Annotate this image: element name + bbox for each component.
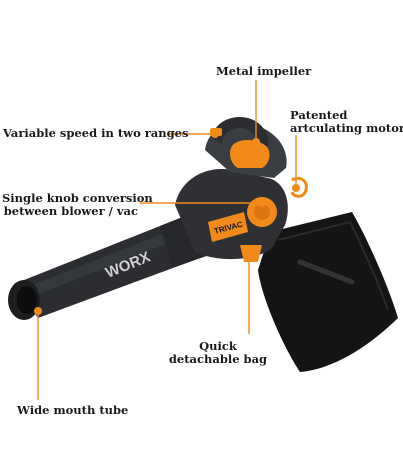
label-metal-impeller: Metal impeller <box>216 64 312 78</box>
annotation-dots <box>34 130 300 315</box>
label-single-knob: Single knob conversion between blower / … <box>2 191 153 218</box>
label-patented-motor: Patented artculating motor <box>290 108 403 135</box>
vacuum-bag <box>258 212 398 372</box>
annotation-leaders <box>37 80 297 400</box>
label-quick-bag: Quick detachable bag <box>168 339 268 366</box>
label-wide-mouth: Wide mouth tube <box>17 403 129 417</box>
blower-body: TRIVAC <box>175 116 308 262</box>
label-variable-speed: Variable speed in two ranges <box>3 126 189 140</box>
